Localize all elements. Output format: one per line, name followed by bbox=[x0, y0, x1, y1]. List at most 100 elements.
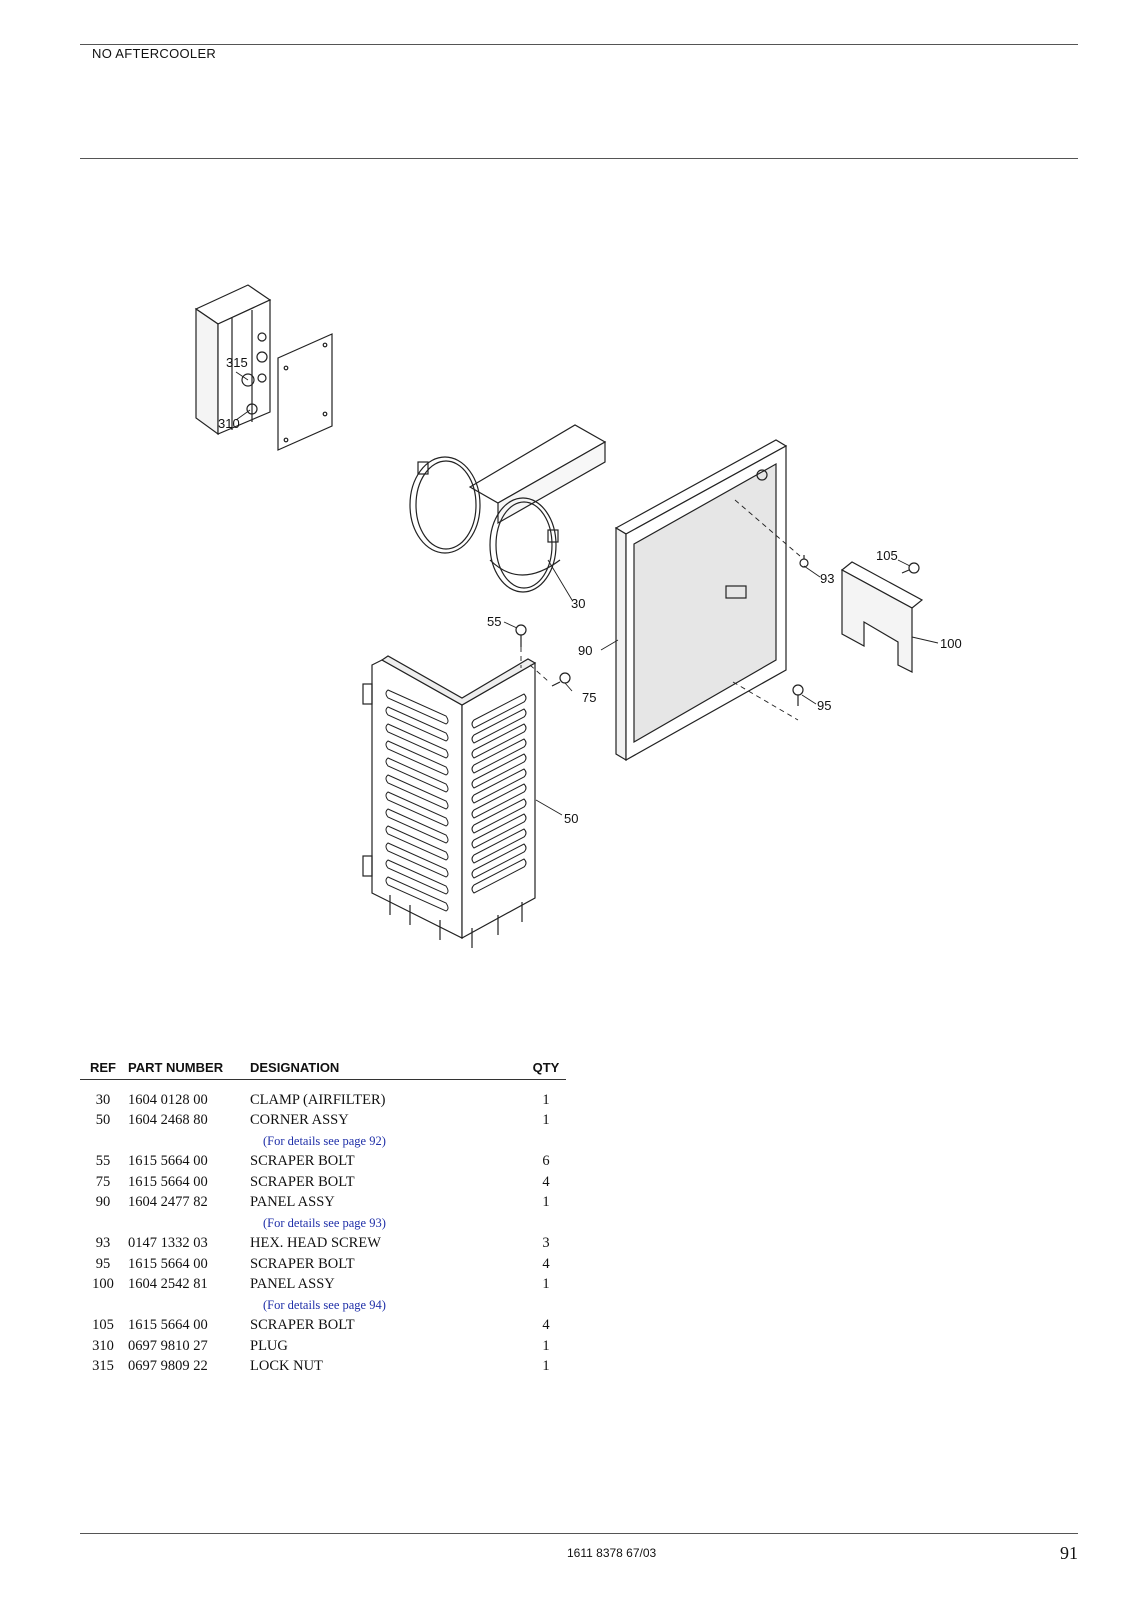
table-row: 55 1615 5664 00 SCRAPER BOLT 6 bbox=[80, 1152, 566, 1173]
callout-100: 100 bbox=[940, 636, 962, 651]
louver-slat bbox=[385, 757, 449, 793]
cell-qty: 6 bbox=[542, 1153, 550, 1170]
cell-ref: 90 bbox=[95, 1194, 111, 1211]
panel-assy-90 bbox=[614, 439, 788, 762]
cell-ref: 100 bbox=[92, 1276, 114, 1293]
louver-slat bbox=[385, 740, 449, 776]
see-page-note: (For details see page 92) bbox=[263, 1133, 386, 1148]
cell-qty: 1 bbox=[542, 1112, 550, 1129]
cell-part-number: 1615 5664 00 bbox=[128, 1255, 208, 1272]
cell-designation: PANEL ASSY bbox=[250, 1194, 335, 1211]
document-number: 1611 8378 67/03 bbox=[567, 1546, 657, 1560]
col-header-ref: REF bbox=[80, 1058, 126, 1080]
table-row: 90 1604 2477 82 PANEL ASSY 1 bbox=[80, 1193, 566, 1214]
cell-designation: SCRAPER BOLT bbox=[250, 1153, 355, 1170]
louver-slat bbox=[471, 693, 527, 729]
louver-slat bbox=[385, 774, 449, 810]
louver-slat bbox=[471, 783, 527, 819]
clamp-airfilter bbox=[409, 424, 607, 593]
cell-ref: 55 bbox=[95, 1153, 111, 1170]
bolt-105 bbox=[901, 562, 920, 574]
table-note-row: (For details see page 92) bbox=[80, 1131, 566, 1152]
cell-designation: CLAMP (AIRFILTER) bbox=[250, 1091, 386, 1108]
cell-part-number: 0697 9809 22 bbox=[128, 1358, 208, 1375]
bolt-75 bbox=[551, 672, 571, 687]
cell-part-number: 1604 0128 00 bbox=[128, 1091, 208, 1108]
cell-part-number: 0697 9810 27 bbox=[128, 1337, 208, 1354]
callout-90: 90 bbox=[578, 643, 592, 658]
cell-ref: 30 bbox=[95, 1091, 111, 1108]
louver-slat bbox=[385, 859, 449, 895]
table-header-row: REF PART NUMBER DESIGNATION QTY bbox=[80, 1058, 566, 1080]
cell-ref: 50 bbox=[95, 1112, 111, 1129]
cell-designation: SCRAPER BOLT bbox=[250, 1173, 355, 1190]
louver-slat bbox=[385, 689, 449, 725]
louver-slat bbox=[471, 798, 527, 834]
louver-slat bbox=[471, 768, 527, 804]
callout-75: 75 bbox=[582, 690, 596, 705]
bolt-95 bbox=[792, 684, 804, 706]
cell-part-number: 1615 5664 00 bbox=[128, 1153, 208, 1170]
table-row: 310 0697 9810 27 PLUG 1 bbox=[80, 1336, 566, 1357]
louver-slat bbox=[385, 706, 449, 742]
callout-50: 50 bbox=[564, 811, 578, 826]
col-header-qty: QTY bbox=[526, 1058, 566, 1080]
louver-slat bbox=[385, 808, 449, 844]
cell-part-number: 1604 2542 81 bbox=[128, 1276, 208, 1293]
cell-qty: 1 bbox=[542, 1337, 550, 1354]
louver-slat bbox=[385, 791, 449, 827]
louver-slat bbox=[471, 708, 527, 744]
corner-assy bbox=[362, 655, 537, 948]
bolt-55 bbox=[515, 624, 527, 647]
cell-designation: PANEL ASSY bbox=[250, 1276, 335, 1293]
louver-slat bbox=[471, 723, 527, 759]
see-page-note: (For details see page 93) bbox=[263, 1215, 386, 1230]
louver-slat bbox=[471, 813, 527, 849]
parts-list-table: REF PART NUMBER DESIGNATION QTY 30 1604 0… bbox=[80, 1058, 566, 1377]
parts-table-body: 30 1604 0128 00 CLAMP (AIRFILTER) 1 50 1604 2… bbox=[80, 1080, 566, 1378]
callout-55: 55 bbox=[487, 614, 501, 629]
page-number: 91 bbox=[1060, 1543, 1078, 1563]
louver-slat bbox=[471, 858, 527, 894]
cell-designation: CORNER ASSY bbox=[250, 1112, 349, 1129]
table-note-row: (For details see page 94) bbox=[80, 1295, 566, 1316]
louver-slat bbox=[471, 843, 527, 879]
cell-ref: 95 bbox=[95, 1255, 111, 1272]
cell-qty: 4 bbox=[542, 1173, 550, 1190]
cell-designation: PLUG bbox=[250, 1337, 288, 1354]
panel-assy-100 bbox=[840, 561, 924, 673]
table-row: 105 1615 5664 00 SCRAPER BOLT 4 bbox=[80, 1316, 566, 1337]
cell-part-number: 1615 5664 00 bbox=[128, 1317, 208, 1334]
cell-designation: SCRAPER BOLT bbox=[250, 1317, 355, 1334]
col-header-part-number: PART NUMBER bbox=[126, 1058, 250, 1080]
cell-qty: 1 bbox=[542, 1194, 550, 1211]
louver-slat bbox=[385, 876, 449, 912]
callout-30: 30 bbox=[571, 596, 585, 611]
cell-ref: 310 bbox=[92, 1337, 114, 1354]
table-row: 50 1604 2468 80 CORNER ASSY 1 bbox=[80, 1111, 566, 1132]
louver-slat bbox=[385, 842, 449, 878]
cell-part-number: 0147 1332 03 bbox=[128, 1235, 208, 1252]
cell-qty: 4 bbox=[542, 1317, 550, 1334]
cell-qty: 4 bbox=[542, 1255, 550, 1272]
cell-part-number: 1604 2468 80 bbox=[128, 1112, 208, 1129]
cell-part-number: 1604 2477 82 bbox=[128, 1194, 208, 1211]
cell-ref: 105 bbox=[92, 1317, 114, 1334]
top-rule bbox=[80, 44, 1078, 45]
table-note-row: (For details see page 93) bbox=[80, 1213, 566, 1234]
callout-310: 310 bbox=[218, 416, 240, 431]
louver-slat bbox=[471, 753, 527, 789]
louver-slat bbox=[385, 825, 449, 861]
cell-qty: 1 bbox=[542, 1358, 550, 1375]
cell-designation: HEX. HEAD SCREW bbox=[250, 1235, 381, 1252]
header-rule bbox=[80, 158, 1078, 159]
callout-315: 315 bbox=[226, 355, 248, 370]
cell-qty: 3 bbox=[542, 1235, 550, 1252]
